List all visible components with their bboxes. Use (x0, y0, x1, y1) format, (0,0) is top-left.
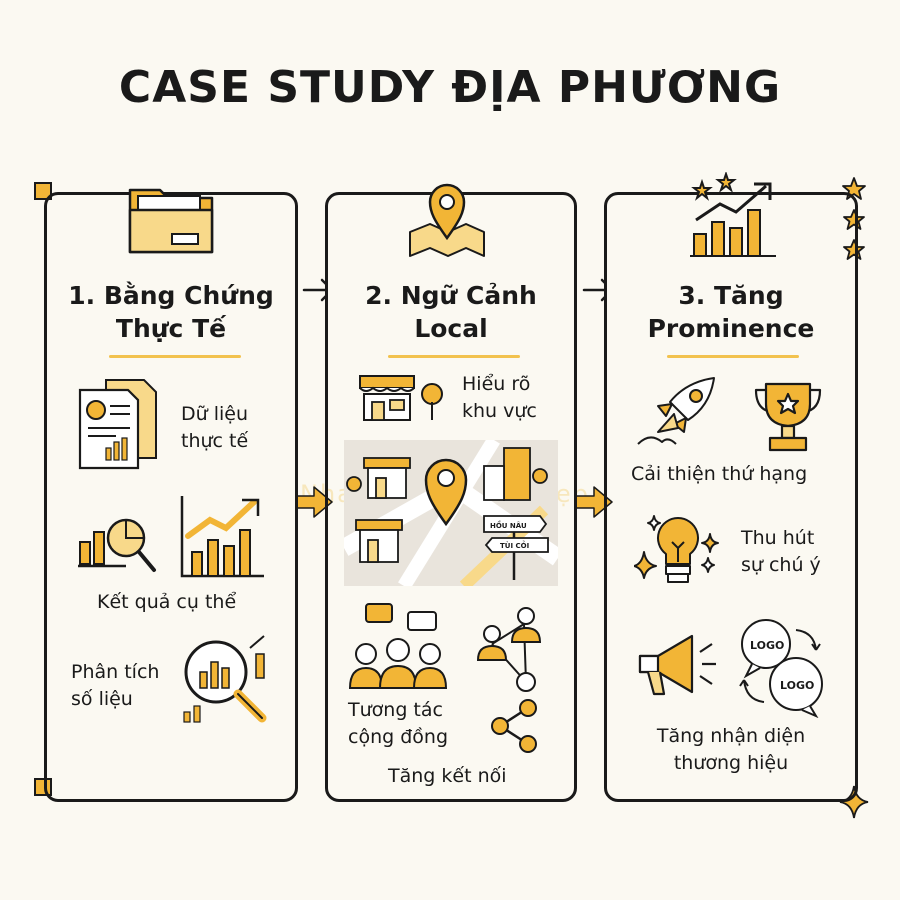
label-attention: Thu hút sự chú ý (741, 525, 821, 579)
panel-local-context: 2. Ngữ Cảnh Local Hiểu rõ khu vực Tương … (325, 192, 577, 802)
sign-text: HỒU NÂU (490, 520, 527, 530)
label-line: khu vực (462, 400, 537, 422)
panel-title-line: Local (414, 314, 488, 343)
panel-title: 2. Ngữ Cảnh Local (328, 279, 574, 345)
panel-title-line: Prominence (647, 314, 815, 343)
trophy-icon (754, 382, 822, 452)
network-people-icon (476, 607, 542, 692)
label-line: Thu hút (741, 527, 815, 549)
label-line: Phân tích (71, 661, 160, 683)
page-title: CASE STUDY ĐỊA PHƯƠNG (118, 62, 782, 113)
sign-text: TÙI CỎI (500, 540, 529, 550)
label-analysis: Phân tích số liệu (71, 659, 159, 713)
shop-icon (359, 375, 443, 421)
label-line: Hiểu rõ (462, 373, 531, 395)
map-pin-icon (409, 183, 485, 257)
label-understand-area: Hiểu rõ khu vực (462, 371, 537, 425)
documents-chart-icon (78, 379, 157, 470)
label-data: Dữ liệu thực tế (181, 401, 248, 455)
community-people-icon (348, 603, 448, 689)
panel-divider (109, 355, 241, 358)
bar-chart-search-icon (78, 518, 156, 572)
panel-title-line: 1. Bằng Chứng (68, 281, 274, 310)
panel-title-line: Thực Tế (115, 314, 227, 343)
panel-title-line: 2. Ngữ Cảnh (365, 281, 537, 310)
stars-icon (842, 177, 866, 260)
label-line: Tương tác (348, 699, 443, 721)
folder-icon (128, 188, 214, 254)
panel-divider (388, 355, 520, 358)
label-line: sự chú ý (741, 554, 821, 576)
label-community: Tương tác cộng đồng (348, 697, 448, 751)
logo-bubbles-icon: LOGO LOGO (739, 619, 823, 718)
rocket-icon (637, 377, 715, 445)
label-line: số liệu (71, 688, 133, 710)
megaphone-icon (638, 634, 716, 696)
panel-evidence: 1. Bằng Chứng Thực Tế Dữ liệu thực tế Kế… (44, 192, 298, 802)
rising-chart-stars-icon (690, 172, 776, 257)
magnifier-chart-icon (183, 635, 267, 723)
logo-text: LOGO (750, 639, 784, 652)
growth-chart-icon (180, 496, 264, 578)
label-results: Kết quả cụ thể (97, 591, 237, 613)
label-brand: Tăng nhận diện thương hiệu (607, 723, 855, 777)
lightbulb-icon (634, 515, 719, 583)
panel-prominence: 3. Tăng Prominence Cải thiện thứ hạng Th… (604, 192, 858, 802)
panel-title-line: 3. Tăng (678, 281, 784, 310)
panel-divider (667, 355, 799, 358)
panel-title: 3. Tăng Prominence (607, 279, 855, 345)
label-line: cộng đồng (348, 726, 449, 748)
label-ranking: Cải thiện thứ hạng (631, 463, 808, 485)
label-line: Dữ liệu (181, 403, 249, 425)
logo-text: LOGO (780, 679, 814, 692)
label-line: thương hiệu (673, 752, 789, 774)
share-icon (491, 699, 537, 753)
panel-title: 1. Bằng Chứng Thực Tế (47, 279, 295, 345)
street-map-icon: HỒU NÂU TÙI CỎI (344, 440, 558, 586)
label-line: Tăng nhận diện (656, 725, 806, 747)
big-arrow-right-icon (575, 486, 613, 518)
label-line: thực tế (181, 430, 249, 452)
big-arrow-right-icon (295, 486, 333, 518)
label-connection: Tăng kết nối (388, 765, 507, 787)
